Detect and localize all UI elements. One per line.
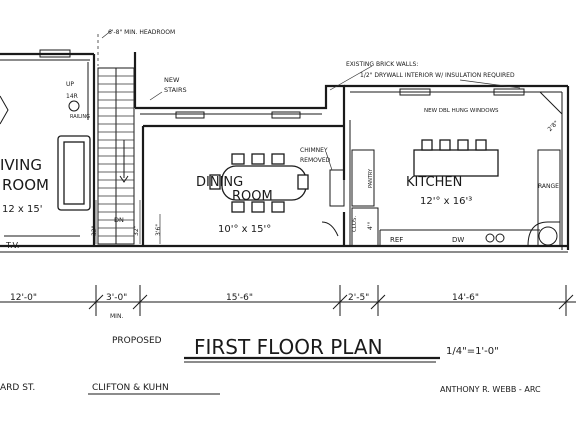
dimension-3-0: 3'-0" (106, 293, 127, 303)
architect-label: ANTHONY R. WEBB - ARC (440, 385, 541, 394)
headroom-note: 6'-8" MIN. HEADROOM (108, 29, 175, 36)
new-stairs-note-2: STAIRS (164, 86, 187, 94)
dimension-14-6: 14'-6" (452, 293, 479, 303)
side-dim-1: 32" (91, 225, 98, 236)
side-dims (95, 200, 161, 244)
windows (39, 49, 525, 119)
risers-label: 14R (66, 93, 78, 100)
scale-label: 1/4"=1'-0" (446, 346, 499, 357)
down-label: DN (114, 216, 124, 224)
dw-label: DW (452, 236, 464, 244)
ref-label: REF (390, 236, 403, 244)
brick-walls-note-1: EXISTING BRICK WALLS: (346, 61, 418, 68)
leader-lines (101, 29, 521, 171)
tv-label: T.V. (5, 241, 19, 250)
kitchen-layout (321, 91, 563, 247)
dimension-12-0: 12'-0" (10, 293, 37, 303)
brick-walls-note-2: 1/2" DRYWALL INTERIOR W/ INSULATION REQU… (360, 72, 515, 79)
proposed-label: PROPOSED (112, 336, 162, 346)
dining-table (209, 153, 309, 213)
stairs (97, 34, 135, 245)
kitchen-label: KITCHEN (406, 175, 462, 190)
plan-title: FIRST FLOOR PLAN (194, 335, 383, 359)
living-room-dims: 12 x 15' (2, 204, 42, 215)
dining-room-label-1: DINING (196, 175, 243, 190)
new-stairs-note-1: NEW (164, 76, 180, 84)
up-label: UP (66, 81, 74, 88)
dimension-15-6: 15'-6" (226, 293, 253, 303)
closet-label: CLOS. (352, 215, 358, 232)
dimension-line (0, 285, 576, 316)
side-dim-3: 3'6" (155, 224, 162, 236)
kitchen-dims: 12'° x 16'³ (420, 196, 472, 207)
corner-cabinet-label: 2'8" (546, 119, 560, 133)
new-windows-note: NEW DBL HUNG WINDOWS (424, 108, 499, 114)
side-dim-2: 32" (133, 225, 140, 236)
dimension-2-5: 2'-5" (348, 293, 369, 303)
range-label: RANGE (538, 183, 559, 190)
dimension-min: MIN. (110, 313, 123, 320)
chimney-note-1: CHIMNEY (300, 147, 328, 154)
dining-room-label-2: ROOM (232, 189, 273, 204)
pantry-label: PANTRY (368, 168, 374, 188)
living-room-label-1: IVING (0, 156, 42, 174)
closet-dims: 4'° (367, 222, 374, 230)
living-room-furniture (0, 95, 91, 237)
street-label: ARD ST. (0, 383, 35, 393)
railing-label: RAILING (70, 114, 90, 120)
client-label: CLIFTON & KUHN (92, 383, 169, 393)
living-room-label-2: ROOM (2, 176, 49, 194)
exterior-walls (0, 52, 570, 253)
chimney-note-2: REMOVED (300, 157, 331, 164)
dining-room-dims: 10'° x 15'° (218, 224, 271, 235)
